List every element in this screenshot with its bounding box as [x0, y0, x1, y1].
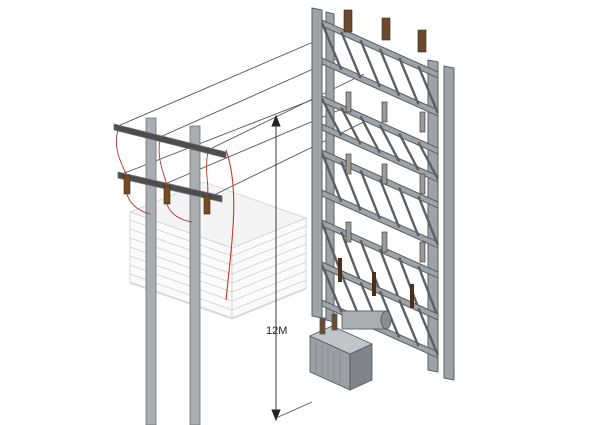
pole-jumpers [116, 129, 209, 223]
tower-fuses [338, 258, 414, 308]
truss-diagonal [398, 187, 420, 237]
height-dimension [271, 114, 313, 422]
truss-chord [321, 189, 439, 249]
height-label: 12M [266, 325, 287, 337]
brick-course [231, 225, 307, 257]
brick-course [231, 243, 307, 275]
truss-chord [321, 123, 439, 183]
truss-diagonal [359, 115, 381, 154]
truss-diagonal [417, 265, 439, 318]
tower-insulators [343, 9, 427, 263]
brick-course [231, 234, 307, 266]
brick-course [231, 270, 307, 302]
truss-diagonal [320, 152, 343, 203]
brick-course [231, 288, 307, 320]
truss-diagonal [398, 57, 420, 105]
truss-diagonal [378, 178, 401, 229]
truss-diagonal [340, 161, 362, 211]
truss-diagonal [340, 107, 362, 145]
truss-diagonal [320, 264, 343, 313]
lattice-tower [311, 7, 455, 381]
truss-diagonal [340, 231, 362, 283]
truss-diagonal [320, 98, 343, 137]
truss-diagonal [417, 195, 439, 246]
truss-diagonal [359, 169, 382, 220]
truss-diagonal [359, 239, 382, 292]
brick-course [231, 252, 307, 284]
utility-poles [113, 117, 227, 425]
brick-course [231, 279, 307, 311]
truss-chord [321, 57, 439, 117]
truss-diagonal [378, 124, 401, 163]
truss-diagonal [417, 141, 439, 180]
truss-diagonal [398, 133, 420, 171]
truss-diagonal [398, 299, 420, 347]
truss-diagonal [359, 39, 382, 88]
truss-diagonal [378, 48, 401, 97]
truss-diagonal [398, 257, 420, 309]
brick-course [231, 261, 307, 293]
truss-diagonal [417, 65, 439, 114]
truss-diagonal [340, 31, 362, 79]
truss-diagonal [378, 248, 401, 301]
transformer [309, 310, 392, 391]
truss-diagonal [320, 22, 343, 71]
truss-diagonal [417, 307, 439, 356]
